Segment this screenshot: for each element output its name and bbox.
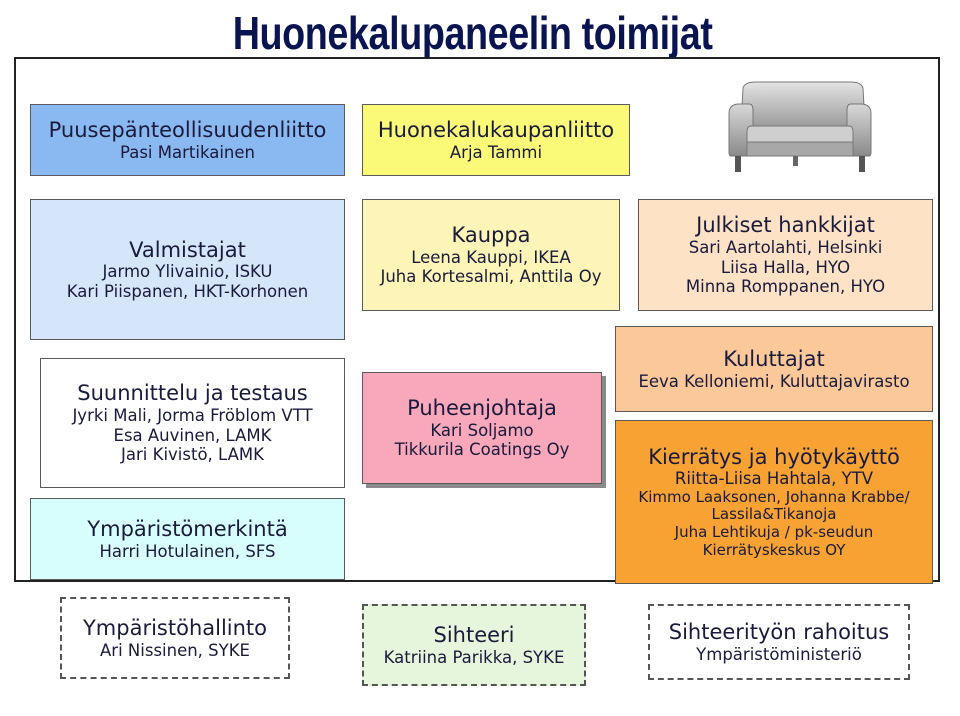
box-line: Liisa Halla, HYO xyxy=(720,257,851,277)
sofa-icon xyxy=(728,81,872,172)
valmistajat-box: Valmistajat Jarmo Ylivainio, ISKU Kari P… xyxy=(30,199,345,340)
box-line: Jarmo Ylivainio, ISKU xyxy=(102,262,273,282)
box-line: Esa Auvinen, LAMK xyxy=(113,425,272,445)
box-heading: Kierrätys ja hyötykäyttö xyxy=(648,444,900,469)
box-line: Juha Lehtikuja / pk-seudun xyxy=(674,523,874,542)
puheenjohtaja-box: Puheenjohtaja Kari Soljamo Tikkurila Coa… xyxy=(362,372,602,484)
box-line: Kari Soljamo xyxy=(430,420,534,440)
box-heading: Julkiset hankkijat xyxy=(696,213,875,238)
suunnittelu-ja-testaus-box: Suunnittelu ja testaus Jyrki Mali, Jorma… xyxy=(40,358,345,488)
box-heading: Puheenjohtaja xyxy=(407,396,557,421)
box-heading: Ympäristöhallinto xyxy=(82,615,268,640)
box-line: Pasi Martikainen xyxy=(120,142,255,162)
box-line: Riitta-Liisa Hahtala, YTV xyxy=(674,469,874,489)
kuluttajat-box: Kuluttajat Eeva Kelloniemi, Kuluttajavir… xyxy=(615,326,933,412)
box-line: Eeva Kelloniemi, Kuluttajavirasto xyxy=(638,371,910,391)
box-line: Jyrki Mali, Jorma Fröblom VTT xyxy=(72,406,313,426)
box-line: Kierrätyskeskus OY xyxy=(702,540,846,559)
sihteerityon-rahoitus-box: Sihteerityön rahoitus Ympäristöministeri… xyxy=(648,604,910,680)
box-line: Arja Tammi xyxy=(449,142,543,162)
box-heading: Sihteeri xyxy=(433,622,515,647)
box-line: Ari Nissinen, SYKE xyxy=(100,640,250,660)
box-line: Harri Hotulainen, SFS xyxy=(99,541,276,561)
ymparistomerkinta-box: Ympäristömerkintä Harri Hotulainen, SFS xyxy=(30,498,345,580)
box-line: Katriina Parikka, SYKE xyxy=(383,647,565,667)
box-line: Lassila&Tikanoja xyxy=(711,505,837,524)
kauppa-box: Kauppa Leena Kauppi, IKEA Juha Kortesalm… xyxy=(362,199,620,311)
box-heading: Kauppa xyxy=(451,223,531,248)
box-heading: Suunnittelu ja testaus xyxy=(77,381,308,406)
julkiset-hankkijat-box: Julkiset hankkijat Sari Aartolahti, Hels… xyxy=(638,199,933,311)
box-heading: Kuluttajat xyxy=(723,346,825,371)
puusepanteollisuudenliitto-box: Puusepänteollisuudenliitto Pasi Martikai… xyxy=(30,104,345,176)
ymparistohallinto-box: Ympäristöhallinto Ari Nissinen, SYKE xyxy=(60,597,290,679)
box-line: Ympäristöministeriö xyxy=(696,644,862,664)
kierratys-ja-hyotykaytto-box: Kierrätys ja hyötykäyttö Riitta-Liisa Ha… xyxy=(615,420,933,584)
page-title: Huonekalupaneelin toimijat xyxy=(232,7,713,59)
box-line: Kari Piispanen, HKT-Korhonen xyxy=(66,281,309,301)
box-heading: Huonekalukaupanliitto xyxy=(377,117,615,142)
box-line: Leena Kauppi, IKEA xyxy=(411,247,571,267)
box-line: Kimmo Laaksonen, Johanna Krabbe/ xyxy=(638,487,910,506)
box-heading: Puusepänteollisuudenliitto xyxy=(48,117,327,142)
box-heading: Sihteerityön rahoitus xyxy=(668,619,890,644)
box-heading: Valmistajat xyxy=(129,237,246,262)
sihteeri-box: Sihteeri Katriina Parikka, SYKE xyxy=(362,604,586,686)
box-line: Juha Kortesalmi, Anttila Oy xyxy=(380,267,602,287)
box-line: Sari Aartolahti, Helsinki xyxy=(688,238,883,258)
huonekalukaupanliitto-box: Huonekalukaupanliitto Arja Tammi xyxy=(362,104,630,176)
box-line: Jari Kivistö, LAMK xyxy=(121,445,264,465)
box-line: Minna Romppanen, HYO xyxy=(685,277,886,297)
box-heading: Ympäristömerkintä xyxy=(87,516,288,541)
box-line: Tikkurila Coatings Oy xyxy=(394,440,570,460)
